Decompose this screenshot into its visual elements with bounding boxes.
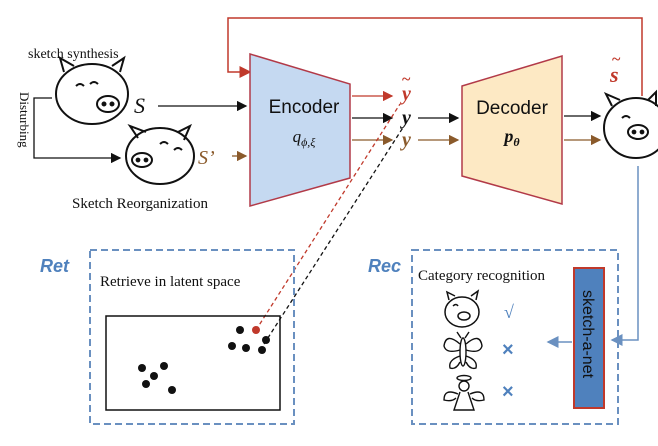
latent-point — [142, 380, 150, 388]
retrieve-title: Retrieve in latent space — [100, 274, 241, 290]
sketch-reorganization-label: Sketch Reorganization — [72, 196, 208, 212]
latent-point — [138, 364, 146, 372]
sketch-a-net-block — [573, 267, 605, 409]
latent-point — [262, 336, 270, 344]
pig-sketch-icon — [125, 123, 195, 185]
output-to-net-line — [610, 166, 639, 346]
latent-point — [168, 386, 176, 394]
angel-sketch-icon — [443, 374, 485, 411]
latent-point — [160, 362, 168, 370]
decoder-title: Decoder — [476, 98, 548, 119]
latent-point — [242, 344, 250, 352]
latent-cluster-right — [228, 326, 270, 354]
latent-point — [228, 342, 236, 350]
s-tilde-label: s — [609, 62, 619, 87]
latent-point-highlighted — [252, 326, 260, 334]
pig-sketch-icon — [55, 55, 129, 125]
latent-red-dashed — [255, 103, 401, 331]
y-label: y — [400, 107, 411, 129]
y-brown-label: y — [400, 129, 411, 151]
encoder-block — [249, 52, 351, 207]
latent-space-box — [105, 315, 281, 411]
rec-panel — [411, 249, 619, 425]
cross-mark-2: × — [502, 381, 514, 403]
s-tilde-mark: ~ — [612, 51, 621, 68]
latent-point — [150, 372, 158, 380]
y-tilde-mark: ~ — [402, 71, 411, 88]
ret-panel — [89, 249, 295, 425]
check-mark: √ — [504, 302, 514, 322]
disturbing-bracket — [33, 97, 122, 164]
ret-label: Ret — [40, 256, 70, 276]
category-title: Category recognition — [418, 268, 546, 284]
s-label: S — [134, 93, 145, 118]
latent-point — [236, 326, 244, 334]
sketch-synthesis-label: sketch synthesis — [28, 47, 119, 62]
sketch-a-net-label: sketch-a-net — [579, 290, 596, 379]
decoder-block — [461, 54, 563, 205]
encoder-title: Encoder — [269, 97, 340, 118]
pig-sketch-icon — [603, 89, 658, 159]
latent-cluster-left — [138, 362, 176, 394]
latent-point — [258, 346, 266, 354]
cross-mark-1: × — [502, 339, 514, 361]
s-prime-label: S’ — [198, 147, 215, 169]
pig-sketch-icon — [444, 289, 480, 328]
y-tilde-label: y — [400, 83, 411, 105]
disturbing-label: Disturbing — [17, 92, 32, 148]
latent-black-dashed — [263, 125, 405, 345]
feedback-loop-line — [227, 17, 643, 96]
butterfly-sketch-icon — [443, 331, 483, 370]
rec-label: Rec — [368, 256, 401, 276]
